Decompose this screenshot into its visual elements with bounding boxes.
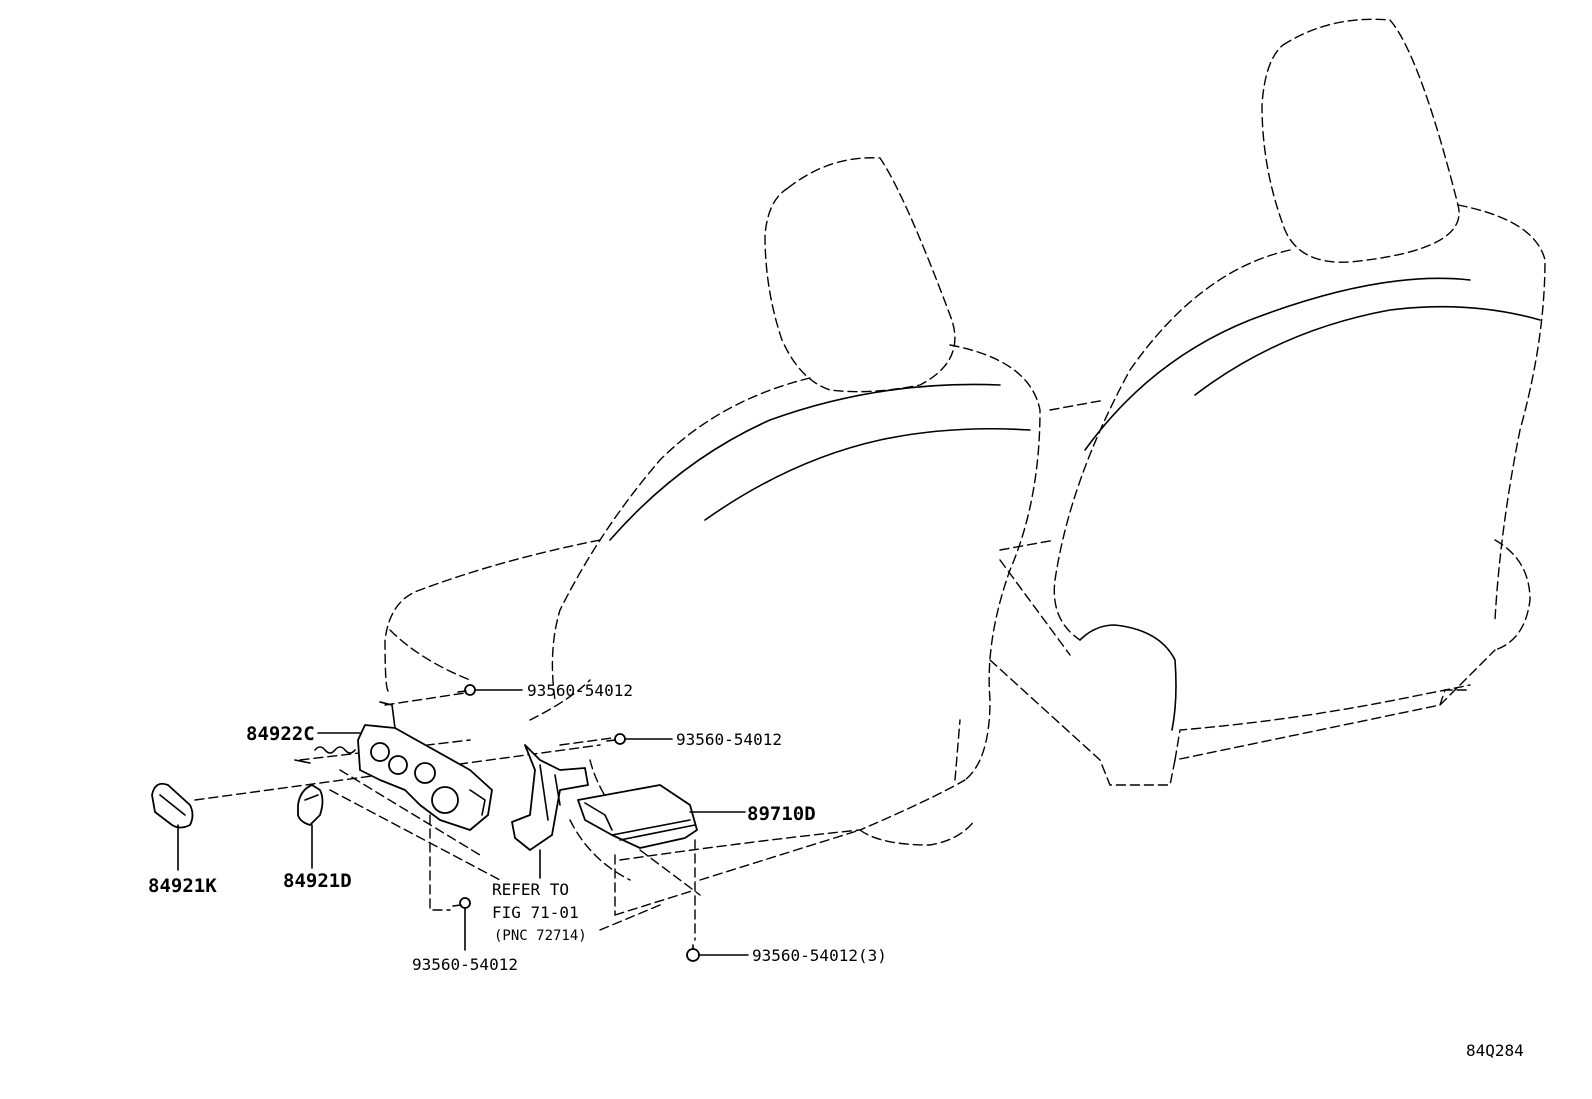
screw-right-icon[interactable] — [686, 944, 700, 962]
mounting-bracket[interactable] — [511, 744, 589, 851]
label-screw-mid: 93560-54012 — [676, 730, 782, 749]
label-refer-line2: FIG 71-01 — [492, 903, 579, 922]
knob-84921k[interactable] — [151, 782, 194, 829]
seat-switch-assembly[interactable] — [357, 701, 493, 831]
label-knob-d: 84921D — [283, 870, 352, 892]
leader-lines — [177, 689, 749, 956]
label-screw-top: 93560-54012 — [527, 681, 633, 700]
label-figure-code: 84Q284 — [1466, 1041, 1524, 1060]
screw-bottom-icon[interactable] — [452, 897, 471, 909]
rear-seat-outline — [989, 18, 1546, 786]
label-refer-line1: REFER TO — [492, 880, 569, 899]
label-knob-k: 84921K — [148, 875, 217, 897]
label-screw-right: 93560-54012(3) — [752, 946, 887, 965]
front-seat-outline — [384, 157, 1041, 881]
label-switch-assy: 84922C — [246, 723, 315, 745]
wire-harness — [314, 746, 356, 754]
label-screw-bottom: 93560-54012 — [412, 955, 518, 974]
power-seat-computer[interactable] — [577, 784, 698, 849]
label-computer: 89710D — [747, 803, 816, 825]
label-refer-line3: (PNC 72714) — [494, 928, 587, 944]
knob-84921d[interactable] — [297, 784, 324, 826]
